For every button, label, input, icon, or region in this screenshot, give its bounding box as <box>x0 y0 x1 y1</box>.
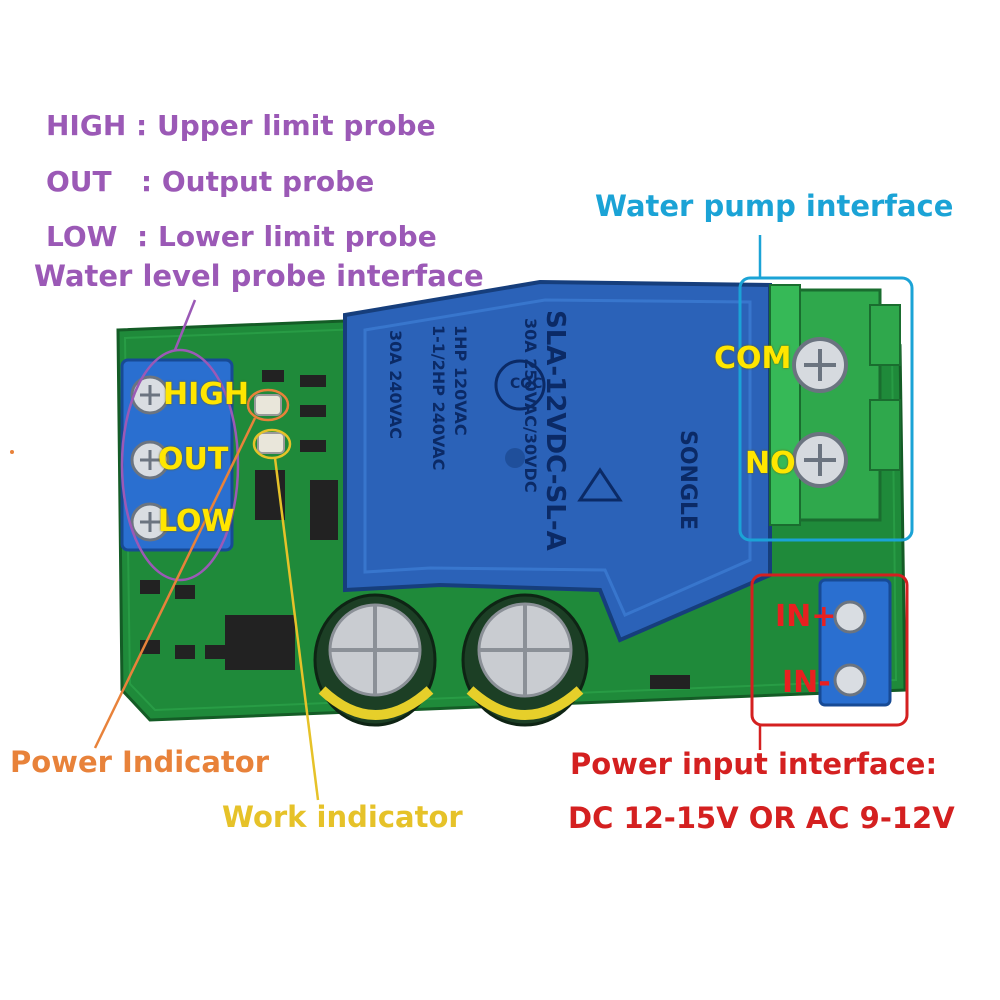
probe-callout-ellipse <box>120 348 240 582</box>
work-led-callout <box>252 428 292 460</box>
power-label-in-plus: IN+ <box>775 599 837 634</box>
work-led <box>257 432 285 454</box>
relay-cert-text: CQC <box>510 376 543 392</box>
pump-interface-title: Water pump interface <box>595 189 954 223</box>
legend-low: LOW : Lower limit probe <box>46 220 437 253</box>
relay-rating-text: 30A 240VAC <box>386 330 405 440</box>
probe-label-high: HIGH <box>163 377 250 412</box>
power-indicator-label: Power Indicator <box>10 745 270 779</box>
relay-brand-text: SONGLE <box>675 430 700 531</box>
power-input-title: Power input interface: <box>570 747 938 781</box>
pump-label-com: COM <box>714 341 792 376</box>
smd-components <box>140 370 690 689</box>
probe-terminal-block <box>120 358 234 552</box>
power-input-spec: DC 12-15V OR AC 9-12V <box>568 801 955 835</box>
power-label-in-minus: IN- <box>782 665 831 700</box>
relay-rating-text: 30A 250VAC/30VDC <box>521 318 540 493</box>
legend-high: HIGH : Upper limit probe <box>46 109 436 142</box>
work-indicator-label: Work indicator <box>222 800 463 834</box>
legend-out: OUT : Output probe <box>46 165 375 198</box>
relay-rating-text: 1HP 120VAC <box>451 325 470 436</box>
power-input-callout-box <box>750 573 909 727</box>
relay-rating-text: 1-1/2HP 240VAC <box>429 325 448 471</box>
capacitors <box>313 593 589 727</box>
power-terminal-block <box>818 578 892 707</box>
relay-model-text: SLA-12VDC-SL-A <box>540 310 570 551</box>
probe-label-low: LOW <box>158 504 235 539</box>
power-led-callout <box>246 388 290 422</box>
pump-terminal-block <box>769 284 901 526</box>
power-led <box>254 394 282 416</box>
pump-label-no: NO <box>745 446 796 481</box>
probe-interface-title: Water level probe interface <box>34 259 484 293</box>
probe-label-out: OUT <box>158 442 229 477</box>
pump-callout-box <box>738 276 914 542</box>
relay <box>343 279 772 643</box>
